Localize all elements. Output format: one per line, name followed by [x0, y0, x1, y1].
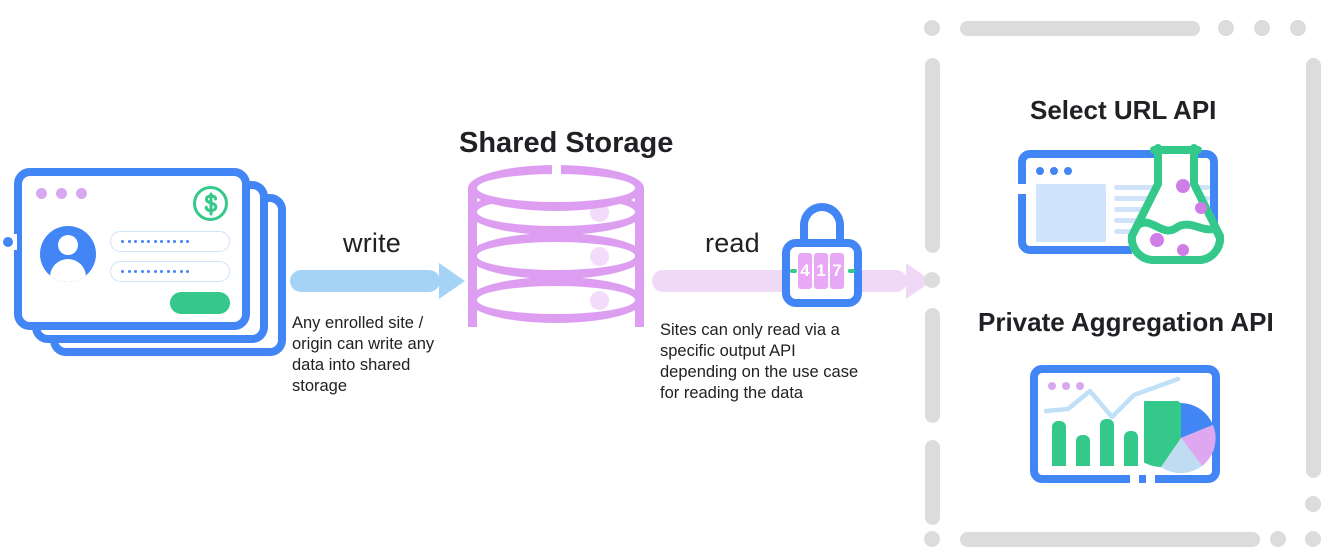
write-caption: Any enrolled site / origin can write any…: [292, 314, 435, 395]
lock-dash-left: [790, 269, 797, 273]
private-aggregation-api-title: Private Aggregation API: [978, 307, 1274, 337]
titlebar-dots: [36, 188, 87, 199]
dashboard-line-chart: [1043, 376, 1181, 420]
panel-border-dash: [924, 272, 940, 288]
panel-border-dash: [924, 531, 940, 547]
browser-window-front: [14, 168, 250, 330]
content-image-block: [1036, 184, 1106, 242]
panel-border-dash: [1305, 531, 1321, 547]
dashboard-bar: [1052, 421, 1066, 466]
panel-border-dash: [925, 58, 940, 253]
panel-border-dash: [960, 532, 1260, 547]
panel-border-dash: [1218, 20, 1234, 36]
user-avatar-icon: [40, 226, 96, 282]
lock-dash-right: [848, 269, 855, 273]
read-caption: Sites can only read via a specific outpu…: [660, 321, 859, 402]
panel-border-dash: [1305, 496, 1321, 512]
window-edge-notch: [2, 234, 17, 250]
lock-digit-1: 4: [798, 253, 812, 289]
combination-lock-icon: 4 1 7: [782, 203, 862, 307]
browser-titlebar-dots: [1036, 167, 1072, 175]
browser-dot-1: [1036, 167, 1044, 175]
lock-tumblers: 4 1 7: [798, 253, 844, 289]
private-aggregation-artwork: [1030, 365, 1220, 485]
dashboard-bar: [1124, 431, 1138, 466]
select-url-api-title: Select URL API: [1030, 95, 1217, 125]
titlebar-dot-1: [36, 188, 47, 199]
database-cylinder-icon: [468, 163, 644, 347]
dollar-circle-icon: [193, 186, 228, 221]
read-label: read: [705, 228, 760, 258]
panel-border-dash: [925, 440, 940, 525]
titlebar-dot-2: [56, 188, 67, 199]
dashboard-dot-3: [1076, 382, 1084, 390]
password-field-1[interactable]: [110, 231, 230, 252]
dashboard-titlebar-dots: [1048, 382, 1084, 390]
select-url-api-artwork: [1018, 144, 1226, 264]
browser-dot-2: [1050, 167, 1058, 175]
dashboard-bar: [1100, 419, 1114, 466]
submit-button[interactable]: [170, 292, 230, 314]
lock-digit-3: 7: [830, 253, 844, 289]
write-label: write: [343, 228, 402, 258]
panel-border-dash: [1306, 58, 1321, 478]
lock-digit-2: 1: [814, 253, 828, 289]
panel-border-dash: [925, 308, 940, 423]
write-arrow-icon: [290, 263, 465, 299]
titlebar-dot-3: [76, 188, 87, 199]
panel-border-dash: [1270, 531, 1286, 547]
panel-border-dash: [960, 21, 1200, 36]
dashboard-window-icon: [1030, 365, 1220, 483]
dashboard-bar: [1076, 435, 1090, 466]
content-text-line: [1114, 185, 1158, 190]
panel-border-dash: [1254, 20, 1270, 36]
panel-border-dash: [1290, 20, 1306, 36]
dashboard-dot-2: [1062, 382, 1070, 390]
output-api-panel: Select URL API: [922, 10, 1322, 547]
browser-window-stack: [2, 168, 289, 358]
panel-border-dash: [924, 20, 940, 36]
flask-icon: [1120, 142, 1232, 266]
dashboard-pie-chart: [1144, 401, 1216, 474]
dashboard-dot-1: [1048, 382, 1056, 390]
browser-dot-3: [1064, 167, 1072, 175]
shared-storage-title: Shared Storage: [459, 127, 674, 159]
password-field-2[interactable]: [110, 261, 230, 282]
